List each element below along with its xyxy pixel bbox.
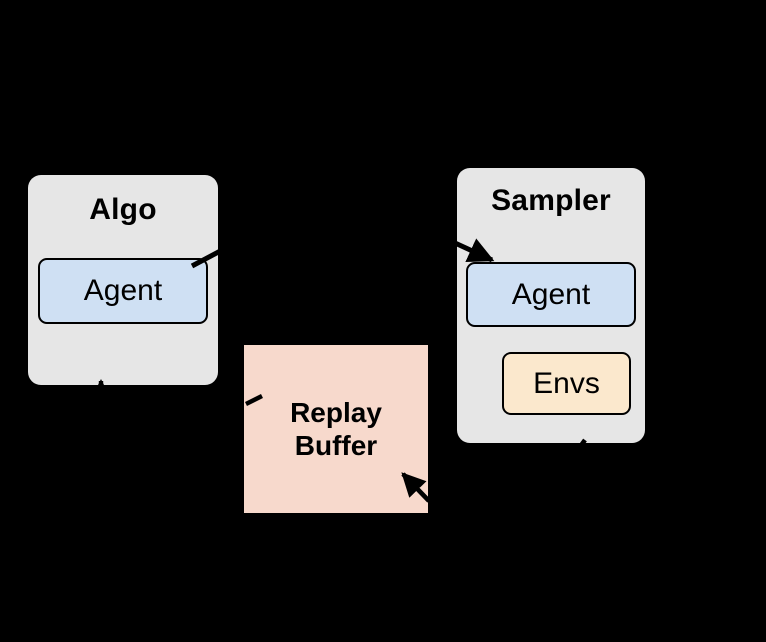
replay-buffer-label-line1: Replay [290, 396, 382, 428]
sampler-group[interactable]: Sampler Agent Envs [457, 168, 645, 443]
algo-group-title: Algo [89, 193, 157, 226]
edge-sampler-to-replay-buffer [401, 438, 587, 503]
algo-agent-label: Agent [83, 274, 163, 307]
replay-buffer-label-line2: Buffer [294, 430, 378, 461]
sampler-envs-label: Envs [533, 366, 600, 400]
sampler-agent-label: Agent [511, 277, 591, 311]
sampler-group-title: Sampler [491, 184, 611, 217]
replay-buffer-box[interactable]: Replay Buffer [244, 345, 428, 513]
sampler-envs-box[interactable]: Envs [502, 352, 631, 415]
algo-group[interactable]: Algo Agent [28, 175, 218, 385]
edge-algo-agent-to-sampler-agent [190, 238, 495, 269]
algo-agent-box[interactable]: Agent [38, 258, 208, 324]
sampler-agent-box[interactable]: Agent [466, 262, 636, 327]
